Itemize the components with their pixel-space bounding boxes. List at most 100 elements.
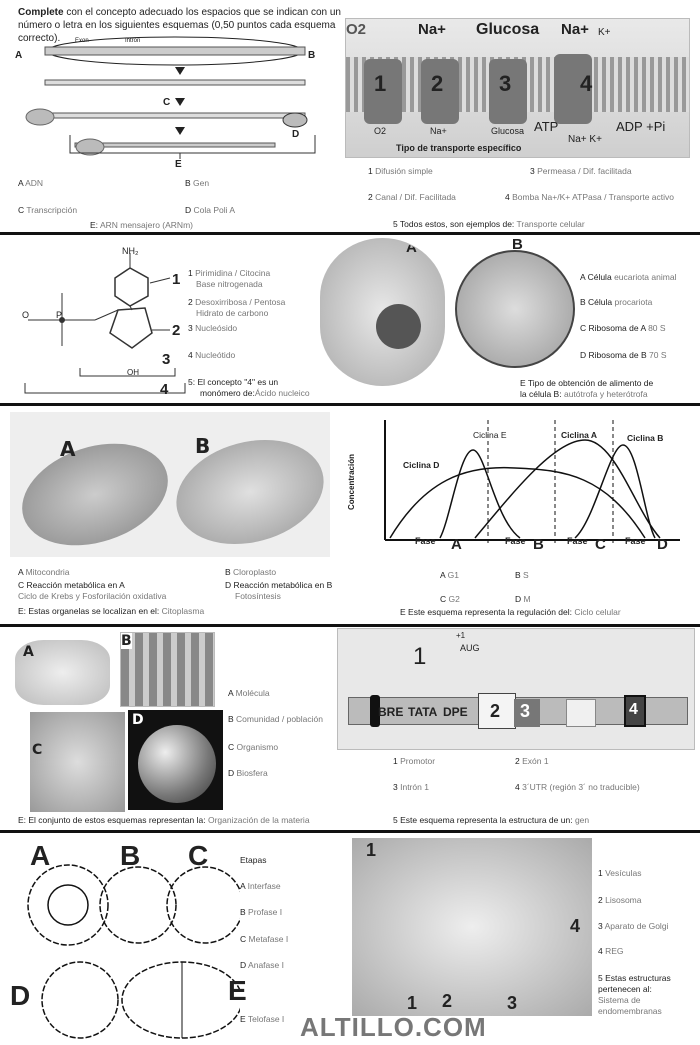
- transport-answer-4: 4 Bomba Na+/K+ ATPasa / Transporte activ…: [505, 192, 675, 202]
- gene-num-4: 4: [629, 701, 638, 718]
- transport-answer-2: 2 Canal / Dif. Facilitada: [368, 192, 456, 202]
- chart-answer-a: A G1: [440, 570, 459, 580]
- exon-label: Exon: [75, 38, 89, 44]
- curve-label-d: Ciclina D: [403, 460, 440, 470]
- label-d: D: [292, 129, 300, 140]
- nuc-num-3: 3: [162, 351, 171, 368]
- golgi-answer-1: 1 Vesículas: [598, 868, 642, 878]
- answer-c: C Transcripción: [18, 205, 78, 215]
- intron-label: Intron: [125, 38, 141, 44]
- org-label-c: C: [32, 742, 43, 758]
- golgi-answer-2: 2 Lisosoma: [598, 895, 642, 905]
- etapa-e: E Telofase I: [240, 1014, 285, 1024]
- etapa-c: C Metafase I: [240, 934, 289, 944]
- separator-2: [0, 403, 700, 406]
- o2-top: O2: [346, 21, 367, 38]
- transport-4: 4: [580, 71, 593, 96]
- fase-letter-a: A: [451, 536, 462, 553]
- label-c: C: [163, 97, 171, 108]
- animal-cell-figure: A: [320, 238, 445, 386]
- instructions: Complete con el concepto adecuado los es…: [18, 7, 341, 44]
- organelle-label-b: B: [195, 434, 211, 458]
- etapa-b: B Profase I: [240, 907, 283, 917]
- glucosa-bottom: Glucosa: [491, 126, 525, 136]
- label-a: A: [15, 50, 23, 61]
- k-top: K+: [598, 27, 611, 38]
- fase-b: Fase: [505, 536, 526, 546]
- organelle-answer-a: A Mitocondria: [18, 567, 70, 577]
- meiosis-label-b: B: [120, 840, 141, 871]
- answer-a: A ADN: [18, 178, 44, 188]
- transport-answer-1: 1 Difusión simple: [368, 166, 433, 176]
- golgi-answer-3: 3 Aparato de Golgi: [598, 921, 669, 931]
- meiosis-figure: A B C D: [10, 840, 244, 1040]
- cell-answer-c: C Ribosoma de A 80 S: [580, 323, 666, 333]
- gene-answer-4: 4 3´UTR (región 3´ no traducible): [515, 782, 640, 792]
- organelle-label-a: A: [60, 437, 76, 461]
- transport-3: 3: [499, 71, 512, 96]
- fase-d: Fase: [625, 536, 646, 546]
- tipo-transporte: Tipo de transporte específico: [396, 143, 522, 153]
- adp-label: ADP +Pi: [616, 119, 666, 134]
- gene-answer-2: 2 Exón 1: [515, 756, 549, 766]
- meiosis-label-e: E: [228, 975, 247, 1006]
- gene-answer-1: 1 Promotor: [393, 756, 436, 766]
- cell-answer-a: A Célula eucariota animal: [580, 272, 677, 282]
- etapa-d: D Anafase I: [240, 960, 284, 970]
- nuc-num-4: 4: [160, 381, 169, 398]
- label-b: B: [308, 50, 316, 61]
- chart-answer-c: C G2: [440, 594, 460, 604]
- gene-num-3: 3: [520, 701, 531, 721]
- org-answer-b: B Comunidad / población: [228, 714, 323, 724]
- organelle-e: E: Estas organelas se localizan en el: C…: [18, 606, 205, 616]
- meiosis-label-c: C: [188, 840, 209, 871]
- fase-letter-b: B: [533, 536, 544, 553]
- gene-num-1: 1: [413, 643, 427, 670]
- gene-dpe: DPE: [443, 705, 468, 719]
- biosphere-figure: D: [128, 710, 223, 810]
- answer-e: E: ARN mensajero (ARNm): [90, 220, 193, 230]
- org-label-a: A: [23, 644, 34, 660]
- etapa-a: A Interfase: [240, 881, 281, 891]
- na-top-2: Na+: [561, 21, 589, 38]
- na-top: Na+: [418, 21, 446, 38]
- org-question-e: E: El conjunto de estos esquemas represe…: [18, 815, 310, 825]
- golgi-answer-4: 4 REG: [598, 946, 624, 956]
- gene-aug: AUG: [460, 643, 480, 653]
- nuc-num-1: 1: [172, 271, 181, 288]
- nucleotide-figure: O P NH₂ OH 1 2 3 4: [20, 238, 190, 400]
- nuc-answer-4: 4 Nucleótido: [188, 350, 236, 360]
- separator-1: [0, 232, 700, 235]
- cyclin-chart: Concentración Ciclina D Ciclina E Ciclin…: [347, 410, 695, 560]
- gene-num-2: 2: [490, 701, 501, 721]
- chart-ylabel: Concentración: [347, 453, 356, 510]
- golgi-num-3: 3: [507, 993, 518, 1013]
- community-figure: B: [120, 632, 215, 707]
- transport-q5: 5 Todos estos, son ejemplos de: Transpor…: [393, 219, 585, 229]
- answer-d: D Cola Poli A: [185, 205, 236, 215]
- separator-4: [0, 830, 700, 833]
- gene-plus1: +1: [456, 631, 466, 640]
- golgi-num-2: 2: [442, 991, 453, 1011]
- curve-label-b: Ciclina B: [627, 433, 664, 443]
- org-answer-d: D Biosfera: [228, 768, 268, 778]
- membrane-transport-figure: O2 Na+ Glucosa Na+ K+ 1 2 3 4 O2 Na+ Glu…: [345, 18, 690, 158]
- etapas-heading: Etapas: [240, 855, 267, 865]
- transcription-figure: Exon Intron A B C D E: [15, 35, 335, 175]
- meiosis-label-d: D: [10, 980, 31, 1011]
- cell-label-a: A: [406, 239, 417, 256]
- na-bottom: Na+: [430, 126, 447, 136]
- cell-label-b: B: [512, 236, 523, 253]
- golgi-num-1-bottom: 1: [407, 993, 418, 1013]
- transport-answer-3: 3 Permeasa / Dif. facilitada: [530, 166, 632, 176]
- fase-letter-d: D: [657, 536, 668, 553]
- org-answer-c: C Organismo: [228, 742, 279, 752]
- atp-label: ATP: [534, 119, 559, 134]
- o2-bottom: O2: [374, 126, 387, 136]
- bacteria-cell-figure: [455, 250, 575, 368]
